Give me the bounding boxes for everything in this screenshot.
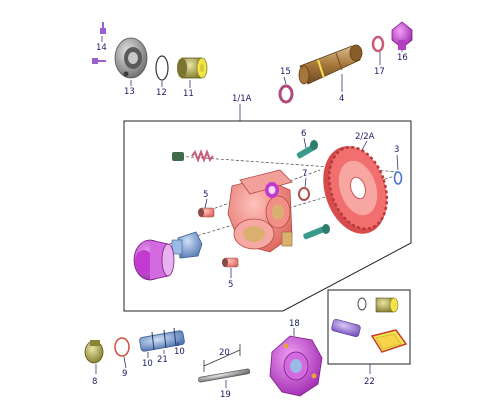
callout-22: 22 bbox=[364, 377, 375, 387]
filter-part-11 bbox=[177, 57, 208, 79]
ring-part-3 bbox=[393, 171, 403, 185]
shaft-part-10-21 bbox=[139, 327, 185, 352]
callout-11: 11 bbox=[183, 89, 194, 99]
ring-part-17 bbox=[371, 35, 385, 53]
callout-3: 3 bbox=[394, 145, 399, 155]
plug-part-8 bbox=[84, 340, 104, 364]
callout-10a: 10 bbox=[142, 359, 153, 369]
callout-9: 9 bbox=[122, 369, 127, 379]
callout-17: 17 bbox=[374, 67, 385, 77]
callout-20: 20 bbox=[219, 348, 230, 358]
screw-part-5b bbox=[222, 257, 239, 268]
callout-10b: 10 bbox=[174, 347, 185, 357]
cup-part bbox=[133, 239, 175, 281]
cover-part-13 bbox=[114, 37, 148, 79]
oring-part-12 bbox=[155, 55, 169, 81]
gear-part-2 bbox=[323, 145, 389, 234]
pump-housing bbox=[227, 169, 293, 253]
bolt-part-6b bbox=[303, 224, 330, 240]
callout-6: 6 bbox=[301, 129, 306, 139]
callout-5a: 5 bbox=[203, 190, 208, 200]
callout-15: 15 bbox=[280, 67, 291, 77]
callout-18: 18 bbox=[289, 319, 300, 329]
callout-16: 16 bbox=[397, 53, 408, 63]
plug-part-16 bbox=[391, 21, 413, 50]
kit-box-22 bbox=[327, 289, 411, 365]
screw-part-14 bbox=[92, 22, 106, 64]
assembly-frame bbox=[123, 120, 412, 312]
washer-part-7 bbox=[298, 187, 310, 201]
callout-19: 19 bbox=[220, 390, 231, 400]
cover-part-18 bbox=[269, 335, 323, 397]
callout-8: 8 bbox=[92, 377, 97, 387]
callout-1: 1/1A bbox=[232, 94, 252, 104]
callout-7: 7 bbox=[302, 169, 307, 179]
callout-21: 21 bbox=[157, 355, 168, 365]
rotor-part bbox=[171, 231, 203, 259]
callout-4: 4 bbox=[339, 94, 344, 104]
callout-14: 14 bbox=[96, 43, 107, 53]
bolt-part-6 bbox=[296, 140, 318, 159]
callout-13: 13 bbox=[124, 87, 135, 97]
oring-part-9 bbox=[114, 337, 130, 357]
rod-part-19 bbox=[198, 368, 251, 383]
pin-part-20 bbox=[203, 344, 241, 372]
callout-12: 12 bbox=[156, 88, 167, 98]
strainer-part-4 bbox=[298, 44, 363, 85]
screw-part-5a bbox=[198, 207, 215, 218]
callout-5b: 5 bbox=[228, 280, 233, 290]
callout-2: 2/2A bbox=[355, 132, 375, 142]
spring-part bbox=[172, 149, 214, 163]
washer-part-15 bbox=[278, 84, 294, 104]
